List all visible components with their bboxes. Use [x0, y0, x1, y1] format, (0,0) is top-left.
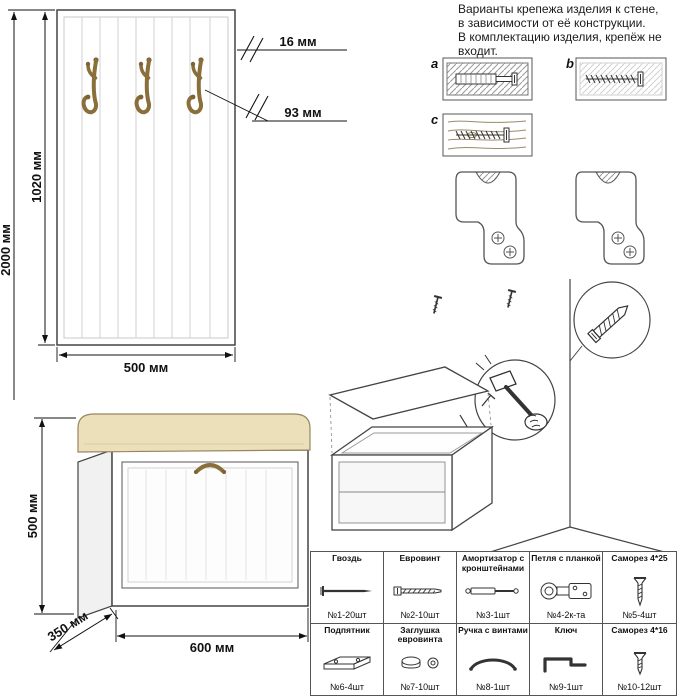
keyhole-bracket-right — [575, 171, 645, 265]
bench-drawing: 500 мм 350 мм 600 мм — [25, 413, 311, 655]
part-cell-key: Ключ №9-1шт — [530, 623, 603, 695]
option-a-label: a — [431, 56, 438, 71]
dim-bench-width-label: 600 мм — [190, 640, 235, 655]
wall-panel — [56, 9, 236, 346]
part-name: Саморез 4*25 — [611, 553, 668, 563]
gas-strut-icon — [465, 587, 519, 595]
bench-carcass — [329, 425, 495, 532]
screw-4x16-icon — [633, 651, 646, 676]
part-qty: №1-20шт — [327, 609, 367, 620]
bench-handle — [194, 463, 226, 474]
part-cell-gas-strut: Амортизатор с кронштейнами №3-1шт — [457, 552, 530, 624]
small-screw-icon — [506, 289, 517, 308]
mounting-options: a b c — [431, 56, 667, 265]
part-cell-screw-4x25: Саморез 4*25 №5-4шт — [603, 552, 676, 624]
part-qty: №3-1шт — [475, 609, 510, 620]
part-qty: №9-1шт — [548, 682, 583, 692]
magnified-screw-icon — [587, 305, 629, 344]
dim-bench-depth-label: 350 мм — [45, 608, 91, 644]
note-line: Варианты крепежа изделия к стене, — [458, 2, 659, 16]
hex-key-icon — [543, 657, 587, 673]
mounting-note: Варианты крепежа изделия к стене, в зави… — [458, 2, 682, 58]
part-name: Подпятник — [324, 624, 370, 635]
part-name: Ручка с винтами — [458, 624, 528, 635]
part-cell-hinge: Петля с планкой №4-2к-та — [530, 552, 603, 624]
option-b-diagram — [575, 57, 667, 101]
part-name: Ключ — [554, 624, 578, 635]
part-cell-cap: Заглушка евровинта №7-10шт — [384, 623, 457, 695]
option-b-label: b — [566, 56, 574, 71]
part-cell-foot: Подпятник №6-4шт — [311, 623, 384, 695]
dim-total-height-label: 2000 мм — [0, 224, 13, 276]
coat-panel-drawing: 1020 мм 2000 мм 500 мм 16 мм 93 мм — [0, 9, 347, 400]
dim-hook-offset-label: 93 мм — [284, 105, 321, 120]
part-name: Амортизатор с кронштейнами — [461, 553, 525, 573]
part-qty: №5-4шт — [622, 609, 657, 620]
wood-grain-icon — [447, 120, 527, 150]
part-qty: №2-10шт — [400, 609, 440, 620]
nail-icon — [320, 586, 372, 597]
part-cell-confirmat: Евровинт №2-10шт — [384, 552, 457, 624]
hand-with-hammer-icon — [475, 354, 548, 431]
bench-side — [77, 449, 113, 619]
part-cell-nail: Гвоздь №1-20шт — [311, 552, 384, 624]
note-line: в зависимости от её конструкции. — [458, 16, 646, 30]
dimension-lines — [8, 9, 347, 400]
part-cell-handle: Ручка с винтами №8-1шт — [457, 623, 530, 695]
dim-panel-height-label: 1020 мм — [29, 151, 44, 203]
bench-flip-door — [121, 461, 299, 589]
foot-bracket-icon — [323, 656, 371, 671]
part-name: Саморез 4*16 — [611, 624, 668, 635]
option-a-diagram — [442, 57, 533, 101]
dim-panel-width-label: 500 мм — [124, 360, 169, 375]
part-qty: №6-4шт — [329, 682, 364, 692]
parts-table: Гвоздь №1-20шт Евровинт №2-10шт Амортиза… — [310, 551, 677, 696]
bench-cushion — [77, 413, 311, 453]
shoe-bench — [77, 413, 311, 619]
bench-dimension-lines — [34, 417, 309, 653]
screw-cap-icon — [401, 656, 439, 669]
part-qty: №4-2к-та — [546, 609, 586, 620]
note-line: входит. — [458, 44, 498, 58]
dim-thickness-label: 16 мм — [279, 34, 316, 49]
confirmat-screw-icon — [393, 586, 442, 596]
part-qty: №10-12шт — [617, 682, 662, 692]
lid-panel — [328, 366, 490, 420]
part-name: Заглушка евровинта — [397, 624, 443, 645]
part-cell-screw-4x16: Саморез 4*16 №10-12шт — [603, 624, 676, 696]
part-name: Петля с планкой — [531, 553, 601, 563]
part-name: Гвоздь — [332, 553, 362, 563]
keyhole-bracket-left — [455, 171, 525, 265]
option-c-diagram — [442, 113, 533, 157]
part-qty: №8-1шт — [475, 682, 510, 692]
hinge-icon — [540, 582, 592, 600]
small-screw-icon — [432, 295, 443, 314]
assembly-illustration — [328, 279, 669, 555]
part-name: Евровинт — [399, 553, 441, 563]
handle-icon — [469, 658, 517, 672]
screw-4x25-icon — [633, 577, 646, 607]
note-line: В комплектацию изделия, крепёж не — [458, 30, 662, 44]
dim-bench-height-label: 500 мм — [25, 494, 40, 539]
part-qty: №7-10шт — [400, 682, 440, 692]
option-c-label: c — [431, 112, 439, 127]
